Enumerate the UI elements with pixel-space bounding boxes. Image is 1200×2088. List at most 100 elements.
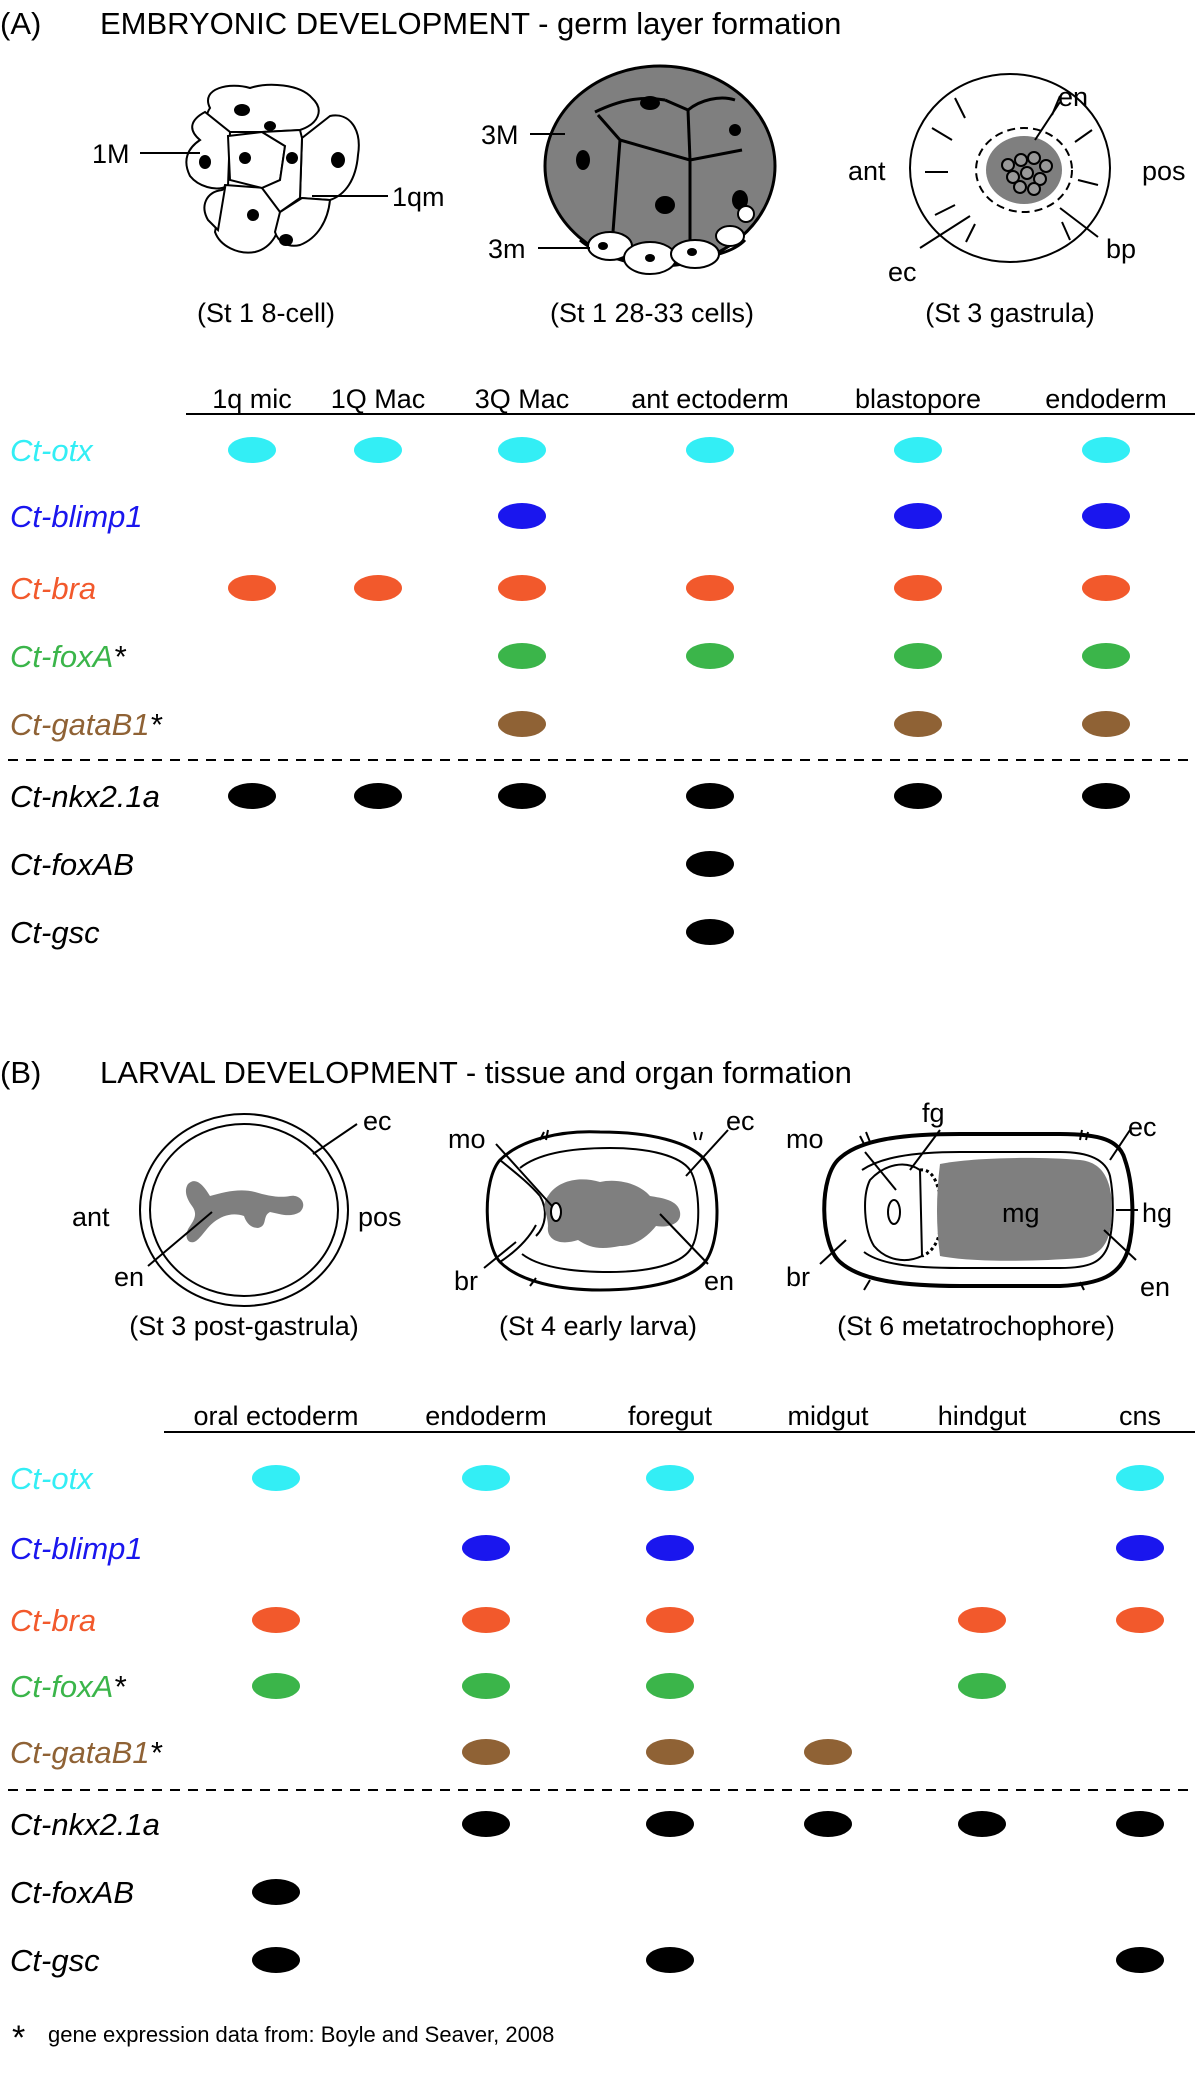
- expression-dot: [498, 437, 546, 463]
- data-source-asterisk: *: [150, 707, 163, 742]
- expression-dot: [1082, 437, 1130, 463]
- gene-row: Ct-otx: [10, 1461, 1164, 1496]
- expression-dot: [958, 1811, 1006, 1837]
- expression-dot: [252, 1879, 300, 1905]
- expression-dot: [646, 1739, 694, 1765]
- label-hg-metatrochophore: hg: [1142, 1198, 1172, 1228]
- gene-row: Ct-gataB1*: [10, 707, 1130, 742]
- gene-name: Ct-bra: [10, 1603, 96, 1638]
- expression-dot: [1116, 1811, 1164, 1837]
- expression-dot: [1116, 1607, 1164, 1633]
- expression-dot: [686, 575, 734, 601]
- expression-dot: [462, 1739, 510, 1765]
- column-header: blastopore: [855, 384, 981, 414]
- expression-dot: [498, 575, 546, 601]
- column-header: 3Q Mac: [475, 384, 570, 414]
- expression-dot: [646, 1607, 694, 1633]
- label-fg-metatrochophore: fg: [922, 1098, 945, 1128]
- expression-dot: [498, 503, 546, 529]
- label-en-gastrula: en: [1058, 82, 1088, 112]
- label-mo-early-larva: mo: [448, 1124, 486, 1154]
- expression-dot: [894, 711, 942, 737]
- label-ant-post-gastrula: ant: [72, 1202, 110, 1232]
- label-en-post-gastrula: en: [114, 1262, 144, 1292]
- expression-dot: [1082, 783, 1130, 809]
- label-ec-early-larva: ec: [726, 1106, 755, 1136]
- illustration-8-cell: [185, 83, 360, 254]
- label-pos-post-gastrula: pos: [358, 1202, 402, 1232]
- expression-dot: [1082, 503, 1130, 529]
- label-mg-metatrochophore: mg: [1002, 1198, 1040, 1228]
- caption-st1-8-cell: (St 1 8-cell): [197, 298, 335, 328]
- expression-dot: [1082, 711, 1130, 737]
- gene-name: Ct-foxA*: [10, 1669, 126, 1704]
- footnote-text: gene expression data from: Boyle and Sea…: [48, 2022, 554, 2047]
- gene-name: Ct-blimp1: [10, 1531, 143, 1566]
- expression-dot: [686, 437, 734, 463]
- caption-st1-28-33-cells: (St 1 28-33 cells): [550, 298, 754, 328]
- label-pos-gastrula: pos: [1142, 156, 1186, 186]
- panel-a-label: (A): [0, 6, 41, 41]
- expression-dot: [958, 1673, 1006, 1699]
- gene-row: Ct-blimp1: [10, 1531, 1164, 1566]
- gene-row: Ct-gsc: [10, 1943, 1164, 1978]
- gene-row: Ct-gataB1*: [10, 1735, 852, 1770]
- label-1M: 1M: [92, 139, 130, 169]
- column-header: hindgut: [938, 1401, 1027, 1431]
- expression-dot: [498, 711, 546, 737]
- expression-dot: [252, 1465, 300, 1491]
- expression-dot: [462, 1673, 510, 1699]
- expression-dot: [646, 1673, 694, 1699]
- caption-st4-early-larva: (St 4 early larva): [499, 1311, 697, 1341]
- gene-row: Ct-otx: [10, 433, 1130, 468]
- gene-name: Ct-foxA*: [10, 639, 126, 674]
- expression-dot: [686, 643, 734, 669]
- gene-name: Ct-gsc: [10, 1943, 100, 1978]
- expression-dot: [894, 503, 942, 529]
- expression-dot: [894, 643, 942, 669]
- expression-dot: [686, 851, 734, 877]
- expression-dot: [646, 1811, 694, 1837]
- gene-row: Ct-foxAB: [10, 1875, 300, 1910]
- expression-dot: [354, 437, 402, 463]
- expression-dot: [894, 783, 942, 809]
- expression-dot: [462, 1607, 510, 1633]
- gene-row: Ct-foxAB: [10, 847, 734, 882]
- expression-dot: [804, 1739, 852, 1765]
- label-3M: 3M: [481, 120, 519, 150]
- expression-dot: [462, 1465, 510, 1491]
- illustration-metatrochophore: [822, 1129, 1135, 1291]
- column-header: endoderm: [425, 1401, 547, 1431]
- gene-row: Ct-gsc: [10, 915, 734, 950]
- label-en-metatrochophore: en: [1140, 1272, 1170, 1302]
- expression-dot: [252, 1673, 300, 1699]
- illustration-gastrula: [909, 73, 1111, 263]
- column-header: endoderm: [1045, 384, 1167, 414]
- panel-b-label: (B): [0, 1055, 41, 1090]
- data-source-asterisk: *: [150, 1735, 163, 1770]
- gene-row: Ct-nkx2.1a: [10, 1807, 1164, 1842]
- gene-row: Ct-nkx2.1a: [10, 779, 1130, 814]
- label-ant-gastrula: ant: [848, 156, 886, 186]
- gene-row: Ct-bra: [10, 1603, 1164, 1638]
- expression-dot: [686, 783, 734, 809]
- column-header: 1Q Mac: [331, 384, 426, 414]
- expression-dot: [1082, 643, 1130, 669]
- expression-dot: [228, 575, 276, 601]
- expression-dot: [686, 919, 734, 945]
- gene-row: Ct-blimp1: [10, 499, 1130, 534]
- expression-dot: [646, 1465, 694, 1491]
- label-ec-post-gastrula: ec: [363, 1106, 392, 1136]
- label-mo-metatrochophore: mo: [786, 1124, 824, 1154]
- expression-dot: [462, 1535, 510, 1561]
- expression-dot: [1116, 1465, 1164, 1491]
- column-header: oral ectoderm: [193, 1401, 358, 1431]
- expression-dot: [958, 1607, 1006, 1633]
- caption-st3-gastrula: (St 3 gastrula): [925, 298, 1095, 328]
- column-header: ant ectoderm: [631, 384, 789, 414]
- expression-dot: [228, 437, 276, 463]
- column-header: cns: [1119, 1401, 1161, 1431]
- gene-name: Ct-nkx2.1a: [10, 1807, 160, 1842]
- expression-dot: [252, 1607, 300, 1633]
